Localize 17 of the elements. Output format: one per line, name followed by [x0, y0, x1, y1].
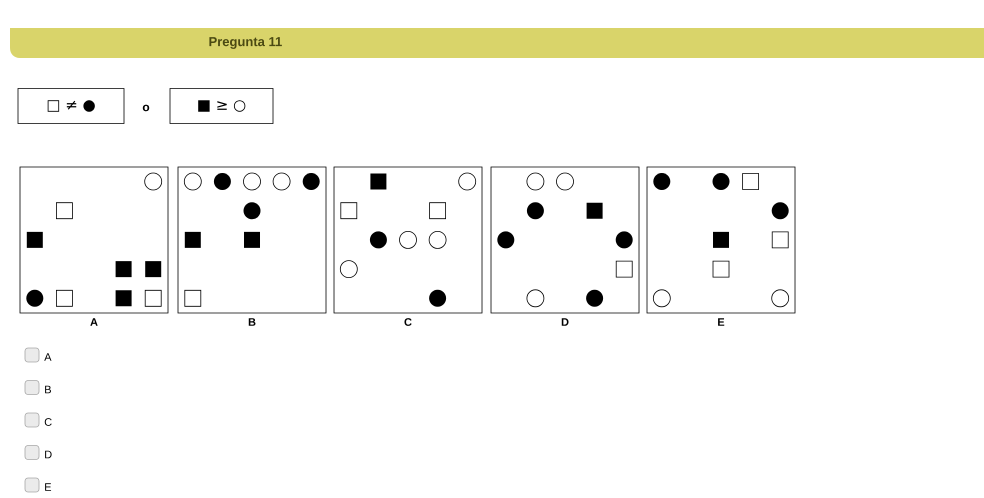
panel-letter: A	[90, 318, 98, 326]
option-label: A	[44, 353, 52, 361]
panel-letter: C	[404, 318, 412, 326]
figure-panel	[20, 166, 168, 314]
figure-panel	[334, 166, 482, 314]
option-label: B	[45, 386, 51, 394]
figure-panel	[178, 166, 326, 314]
connector-word: o	[142, 104, 150, 112]
figure-panel	[646, 166, 796, 314]
panel-letter: B	[248, 318, 256, 326]
header-band: Pregunta 11	[10, 28, 984, 58]
option-label: D	[45, 450, 52, 458]
option-label: E	[45, 483, 52, 491]
figure-panel	[490, 166, 640, 314]
panel-letter: D	[562, 318, 569, 326]
option-label: C	[44, 418, 52, 426]
panel-letter: E	[718, 318, 724, 326]
